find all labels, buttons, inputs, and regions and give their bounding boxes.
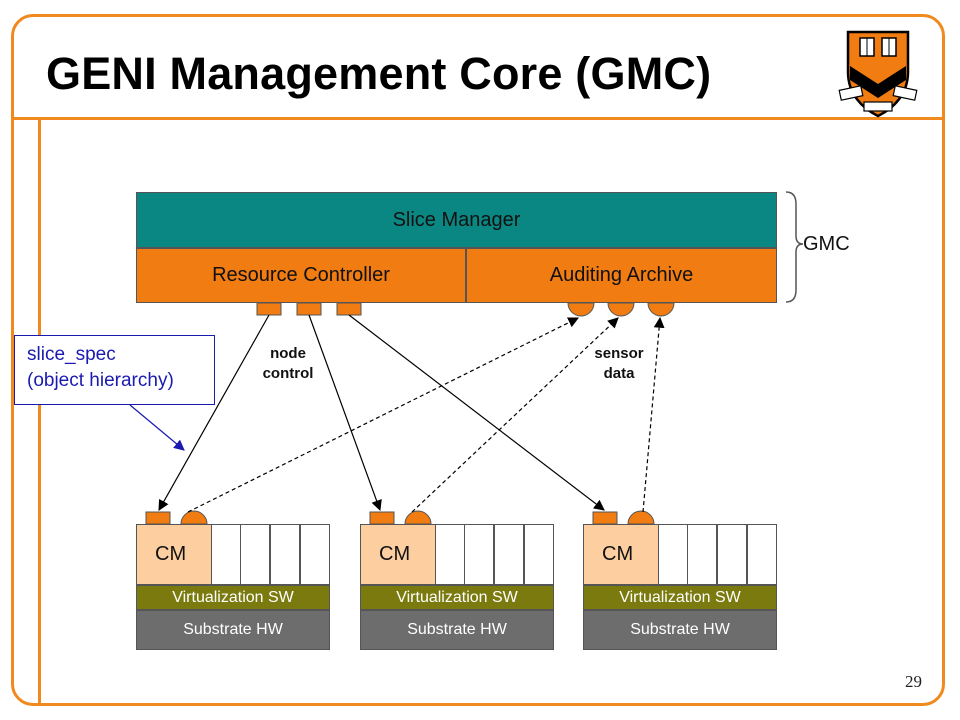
slice-spec-line1: slice_spec (27, 344, 116, 365)
node-group-3: CM Virtualization SW Substrate HW (583, 524, 777, 650)
slice-slot (464, 524, 494, 585)
auditing-archive-box: Auditing Archive (466, 248, 777, 303)
slice-slot (717, 524, 747, 585)
side-divider (38, 120, 41, 706)
cm-box: CM (360, 524, 436, 585)
gmc-bracket-label: GMC (803, 233, 850, 255)
gmc-bracket (785, 191, 804, 303)
control-port (336, 302, 362, 316)
sensor-arrow (187, 317, 579, 513)
sensor-arrow (411, 317, 619, 513)
slice-slot (494, 524, 524, 585)
slice-slot (300, 524, 330, 585)
control-port (296, 302, 322, 316)
princeton-shield-logo (838, 30, 918, 118)
slide-frame (11, 14, 945, 706)
slice-slot (270, 524, 300, 585)
node-sensor-port (404, 510, 432, 525)
virtualization-sw-layer: Virtualization SW (136, 585, 330, 610)
resource-controller-box: Resource Controller (136, 248, 466, 303)
slice-slot (524, 524, 554, 585)
node-control-port (145, 511, 171, 525)
page-number: 29 (905, 672, 922, 691)
control-port (256, 302, 282, 316)
virtualization-sw-layer: Virtualization SW (360, 585, 554, 610)
virtualization-sw-layer: Virtualization SW (583, 585, 777, 610)
node-group-2: CM Virtualization SW Substrate HW (360, 524, 554, 650)
sensor-data-line1: sensor (594, 345, 644, 362)
sensor-port (567, 302, 595, 317)
substrate-hw-layer: Substrate HW (360, 610, 554, 650)
node-control-line2: control (262, 365, 314, 382)
node-control-label: node control (253, 344, 323, 384)
cm-box: CM (136, 524, 212, 585)
substrate-hw-layer: Substrate HW (136, 610, 330, 650)
slice-spec-line2: (object hierarchy) (27, 370, 174, 391)
sensor-port (647, 302, 675, 317)
slice-slot (211, 524, 241, 585)
control-arrow (308, 314, 382, 512)
callout-pointer (129, 404, 185, 451)
sensor-data-line2: data (603, 365, 635, 382)
substrate-hw-layer: Substrate HW (583, 610, 777, 650)
node-group-1: CM Virtualization SW Substrate HW (136, 524, 330, 650)
sensor-arrow (642, 316, 665, 513)
slice-slot (687, 524, 717, 585)
slide-title: GENI Management Core (GMC) (46, 48, 712, 99)
node-control-port (592, 511, 618, 525)
title-divider (11, 117, 945, 120)
slice-spec-callout: slice_spec (object hierarchy) (14, 335, 215, 405)
control-arrow (158, 314, 270, 511)
node-control-line1: node (270, 345, 306, 362)
control-arrow (348, 314, 605, 511)
node-sensor-port (627, 510, 655, 525)
sensor-port (607, 302, 635, 317)
node-control-port (369, 511, 395, 525)
slice-slot (747, 524, 777, 585)
slice-manager-box: Slice Manager (136, 192, 777, 248)
slice-slot (240, 524, 270, 585)
sensor-data-label: sensor data (584, 344, 654, 384)
node-sensor-port (180, 510, 208, 525)
